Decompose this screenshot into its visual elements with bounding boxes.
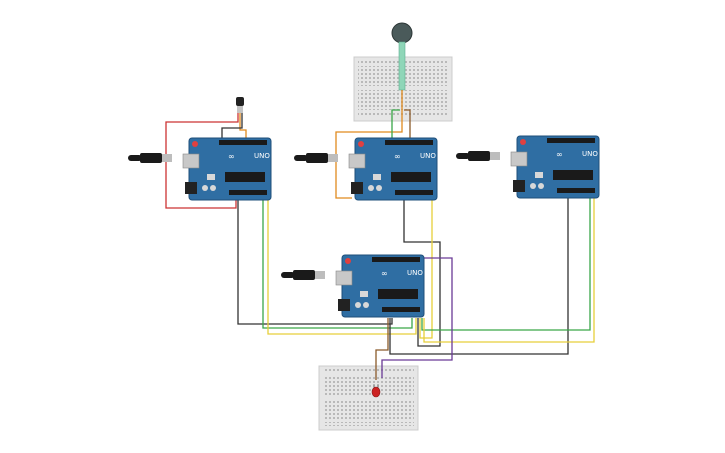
board-brand-uno-2: ∞ (394, 152, 401, 161)
arduino-uno-2[interactable]: UNO ∞ (348, 137, 438, 201)
wire-green-b3 (421, 198, 591, 331)
board-brand-uno-4: ∞ (381, 269, 388, 278)
wire-yellow-b1 (267, 200, 417, 335)
wire-green-b1 (262, 200, 413, 329)
usb-cable-4[interactable] (281, 270, 325, 280)
board-label-uno-4: UNO (407, 269, 423, 277)
wire-red-temp (165, 113, 239, 209)
wire-brown-force (404, 109, 411, 140)
wires (165, 90, 595, 380)
wire-black-temp (221, 113, 243, 140)
wire-brown-led (375, 318, 389, 380)
arduino-uno-4[interactable]: UNO ∞ (335, 254, 425, 318)
wire-black-b3 (389, 198, 569, 355)
board-label-uno-1: UNO (254, 152, 270, 160)
usb-cable-3[interactable] (456, 151, 500, 161)
force-sensor[interactable] (391, 22, 413, 91)
wire-black-b1 (237, 200, 393, 325)
usb-cable-2[interactable] (294, 153, 338, 163)
board-label-uno-3: UNO (582, 150, 598, 158)
usb-cable-1[interactable] (128, 153, 172, 163)
arduino-uno-1[interactable]: UNO ∞ (182, 137, 272, 201)
led[interactable] (371, 384, 381, 398)
breadboard-bottom[interactable] (318, 365, 419, 431)
board-label-uno-2: UNO (420, 152, 436, 160)
temperature-sensor[interactable] (236, 97, 244, 113)
wire-orange-force (335, 90, 403, 199)
board-brand-uno-1: ∞ (228, 152, 235, 161)
wire-orange-temp (239, 113, 247, 140)
arduino-uno-3[interactable]: UNO ∞ (510, 135, 600, 199)
wire-yellow-b2 (419, 200, 433, 339)
board-brand-uno-3: ∞ (556, 150, 563, 159)
wire-yellow-b3 (423, 198, 595, 343)
wire-green-force (391, 109, 400, 140)
wire-purple (381, 257, 453, 378)
wire-black-b2 (403, 200, 441, 347)
